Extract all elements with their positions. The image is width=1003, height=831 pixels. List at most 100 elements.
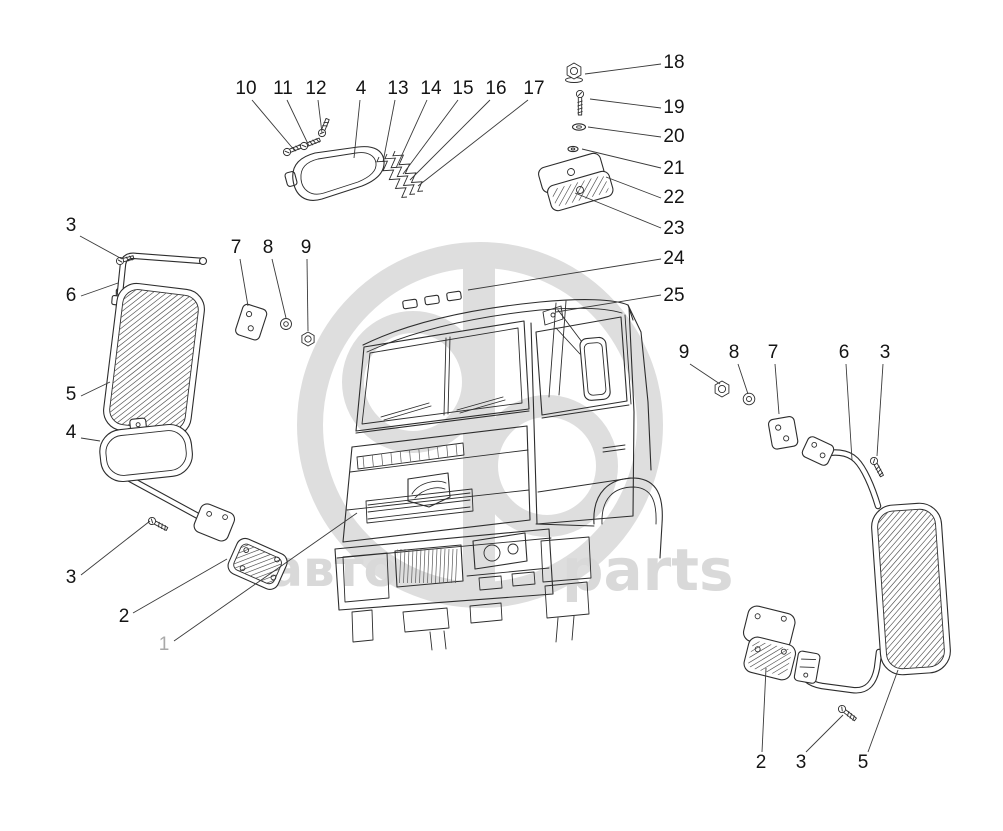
callout-label: 8 bbox=[263, 237, 274, 258]
watermark-bowl-left bbox=[342, 311, 484, 453]
leader-line bbox=[876, 363, 884, 457]
callout-label: 1 bbox=[159, 634, 170, 655]
truck-cab-art bbox=[334, 290, 663, 651]
wide-angle-mirror-left bbox=[99, 417, 193, 483]
mount-plate-2-left bbox=[227, 537, 288, 590]
screw-icon bbox=[837, 704, 857, 722]
callout-label: 22 bbox=[663, 187, 684, 208]
leader-line bbox=[239, 258, 249, 307]
bracket-6-right bbox=[801, 436, 835, 466]
callout-label: 2 bbox=[756, 752, 767, 773]
callout-label: 16 bbox=[485, 78, 506, 99]
bracket-7-right bbox=[767, 416, 799, 450]
callout-label: 3 bbox=[66, 567, 77, 588]
leader-line bbox=[774, 363, 780, 415]
watermark-bowl-right bbox=[476, 395, 618, 537]
callout-label: 17 bbox=[523, 78, 544, 99]
leader-line bbox=[584, 63, 662, 75]
nut-icon bbox=[301, 331, 315, 347]
callout-label: 20 bbox=[663, 126, 684, 147]
callout-label: 15 bbox=[452, 78, 473, 99]
watermark: авто parts bbox=[269, 242, 734, 608]
leader-line bbox=[587, 126, 662, 138]
leader-line bbox=[409, 99, 491, 181]
screw-icon bbox=[317, 118, 330, 138]
mount-plate-2-right bbox=[742, 605, 797, 681]
leader-line bbox=[79, 235, 123, 260]
leader-line bbox=[605, 176, 662, 199]
callout-label: 5 bbox=[858, 752, 869, 773]
callout-label: 23 bbox=[663, 218, 684, 239]
leader-line bbox=[589, 98, 662, 109]
leader-line bbox=[80, 282, 119, 297]
callout-label: 19 bbox=[663, 97, 684, 118]
leader-line bbox=[574, 192, 662, 229]
washer-icon bbox=[280, 318, 292, 330]
spring bbox=[392, 150, 424, 192]
leader-line bbox=[395, 99, 428, 169]
leader-line bbox=[132, 558, 228, 614]
leader-line bbox=[417, 99, 529, 187]
callout-label: 10 bbox=[235, 78, 256, 99]
leader-line bbox=[581, 148, 662, 169]
callout-label: 9 bbox=[301, 237, 312, 258]
callout-label: 7 bbox=[231, 237, 242, 258]
leader-line bbox=[382, 99, 396, 163]
far-side-mirror bbox=[579, 336, 611, 401]
leader-line bbox=[737, 363, 749, 395]
plate-23 bbox=[547, 170, 614, 212]
brand-badge bbox=[407, 472, 451, 508]
leader-line bbox=[402, 99, 459, 175]
top-right-hardware bbox=[538, 77, 614, 212]
callout-label: 3 bbox=[796, 752, 807, 773]
leader-line bbox=[286, 99, 310, 147]
spring bbox=[376, 156, 408, 198]
license-hatch bbox=[397, 549, 458, 583]
callout-label: 8 bbox=[729, 342, 740, 363]
leader-line bbox=[317, 99, 323, 134]
washer-20 bbox=[571, 123, 587, 131]
callout-label: 7 bbox=[768, 342, 779, 363]
bracket-7-left bbox=[235, 303, 268, 341]
leader-line bbox=[867, 669, 899, 753]
leader-line bbox=[80, 437, 101, 442]
main-mirror-right bbox=[871, 502, 951, 676]
washer-21 bbox=[567, 145, 579, 153]
hardware-fasteners bbox=[115, 62, 884, 722]
callout-label: 24 bbox=[663, 248, 685, 269]
screw-icon bbox=[869, 456, 884, 478]
right-mirror-assembly bbox=[742, 416, 951, 694]
leader-line bbox=[173, 512, 358, 642]
callout-label: 6 bbox=[839, 342, 850, 363]
leader-line bbox=[306, 258, 309, 332]
nut-icon bbox=[566, 62, 582, 80]
callout-label: 4 bbox=[66, 422, 77, 443]
washer-icon bbox=[742, 392, 756, 406]
springs bbox=[376, 150, 424, 198]
callout-label: 4 bbox=[356, 78, 367, 99]
leader-line bbox=[689, 363, 721, 385]
leader-line bbox=[761, 667, 767, 753]
callout-label: 3 bbox=[880, 342, 891, 363]
leader-line bbox=[251, 99, 296, 152]
callout-label: 9 bbox=[679, 342, 690, 363]
leader-line bbox=[805, 714, 844, 753]
watermark-text-left: авто bbox=[269, 540, 398, 598]
leader-line bbox=[80, 520, 151, 576]
spring bbox=[384, 153, 416, 195]
leader-line bbox=[845, 363, 853, 461]
small-plate-left bbox=[193, 503, 236, 542]
callout-label: 18 bbox=[663, 52, 684, 73]
callout-label: 25 bbox=[663, 285, 684, 306]
leader-line bbox=[467, 258, 662, 291]
screw-icon bbox=[299, 137, 321, 151]
callout-label: 11 bbox=[273, 78, 293, 99]
callout-label: 21 bbox=[663, 158, 684, 179]
callout-label: 2 bbox=[119, 606, 130, 627]
callout-label: 3 bbox=[66, 215, 77, 236]
nut-icon bbox=[714, 380, 730, 398]
leader-line bbox=[353, 99, 361, 159]
